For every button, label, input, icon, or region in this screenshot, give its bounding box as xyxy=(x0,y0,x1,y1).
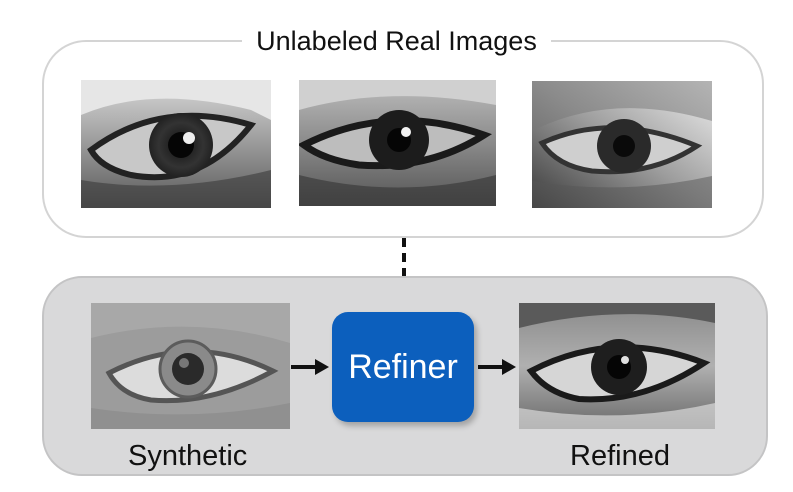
synthetic-eye-image xyxy=(91,303,290,429)
real-eye-image-1 xyxy=(81,80,271,208)
synthetic-caption: Synthetic xyxy=(128,440,248,472)
arrow-synthetic-to-refiner xyxy=(291,359,329,375)
refiner-label: Refiner xyxy=(348,347,458,386)
real-eye-image-3 xyxy=(532,81,712,208)
real-images-title: Unlabeled Real Images xyxy=(242,26,551,56)
real-eye-image-2 xyxy=(299,80,496,206)
refiner-box: Refiner xyxy=(332,312,474,422)
arrow-refiner-to-refined xyxy=(478,359,516,375)
refined-caption: Refined xyxy=(570,440,670,472)
refined-eye-image xyxy=(519,303,715,429)
